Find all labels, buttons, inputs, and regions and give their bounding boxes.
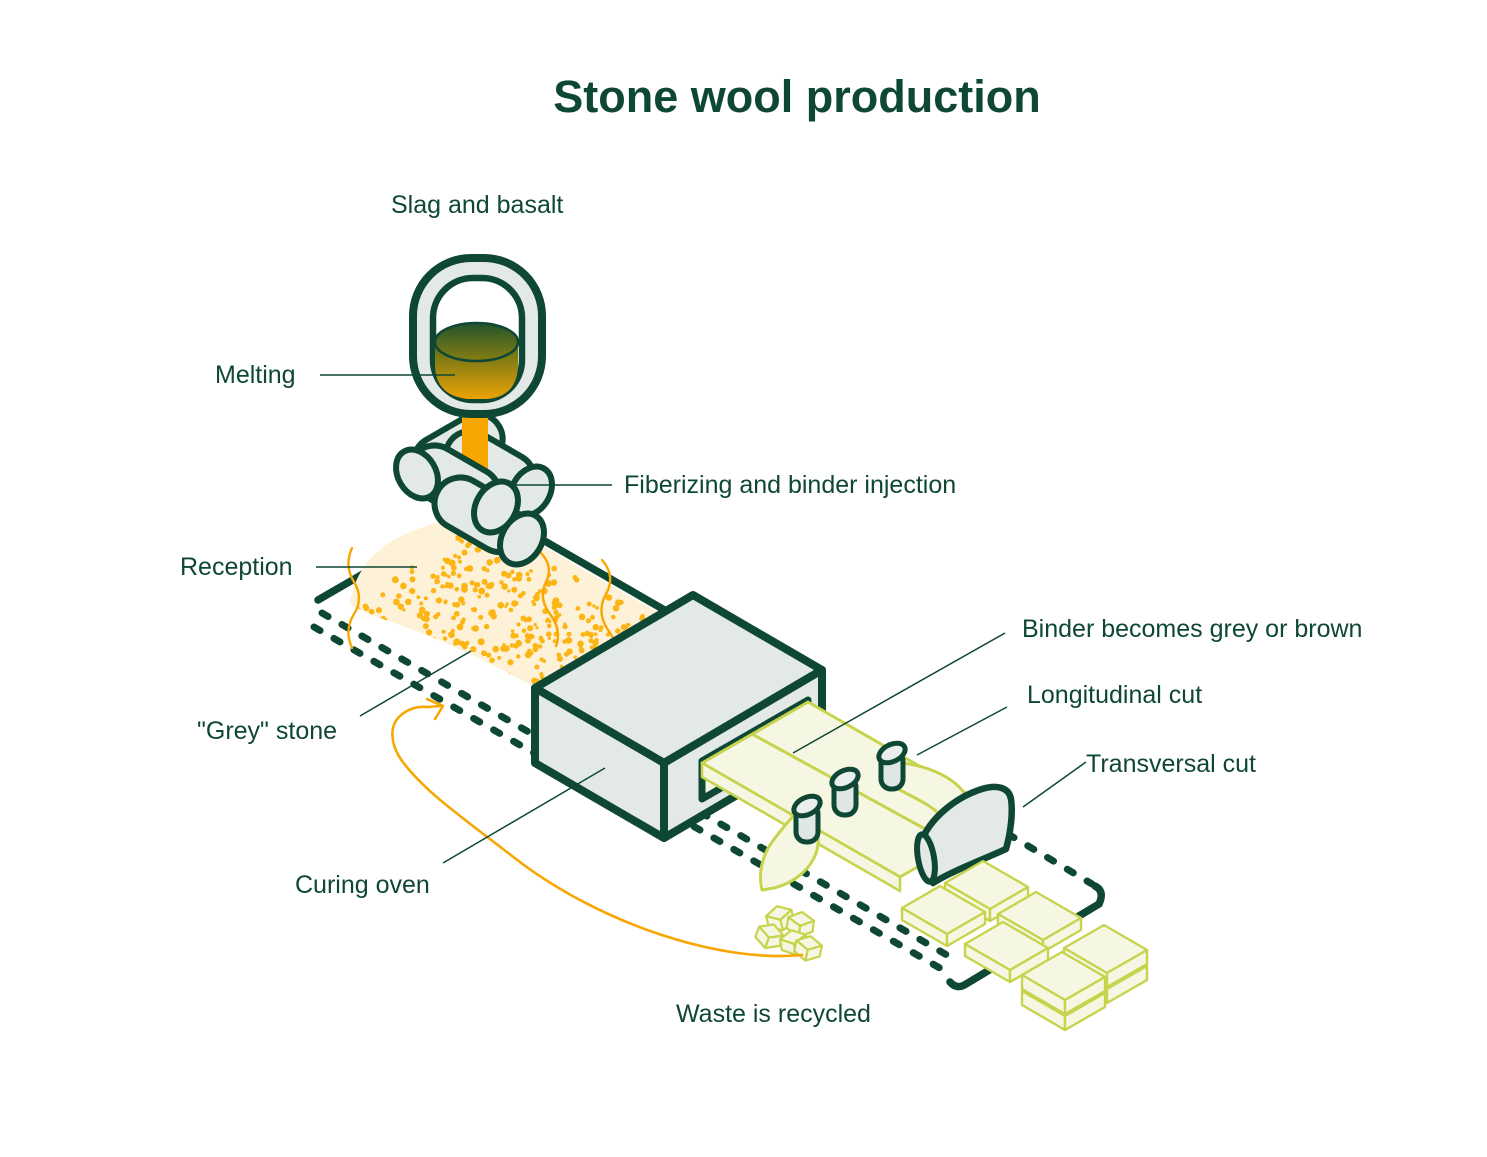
finished-stacks xyxy=(1020,923,1149,1032)
melting-vessel xyxy=(409,254,546,418)
cut-disc-2 xyxy=(829,766,861,818)
label-fiberizing: Fiberizing and binder injection xyxy=(624,471,956,499)
cut-disc-1 xyxy=(876,740,908,792)
roller-cap-a xyxy=(393,446,441,502)
recycle-arrow xyxy=(391,697,804,958)
leader-grey-stone xyxy=(359,650,472,717)
page-title: Stone wool production xyxy=(553,71,1040,122)
cut-slab xyxy=(900,884,987,948)
fiberizing-rollers xyxy=(393,396,555,568)
roller-cap-d xyxy=(497,510,547,568)
cut-disc-3 xyxy=(791,793,823,845)
label-slag-and-basalt: Slag and basalt xyxy=(391,191,563,219)
transversal-blade xyxy=(914,783,1016,887)
stack-left xyxy=(1020,950,1107,1032)
molten-surface xyxy=(433,321,520,363)
leader-lines xyxy=(316,374,1087,864)
recycle-arrowhead xyxy=(425,697,445,721)
cut-slab xyxy=(963,920,1050,984)
label-curing-oven: Curing oven xyxy=(295,871,430,899)
label-melting: Melting xyxy=(215,361,296,389)
fiber-wave-mid xyxy=(538,550,560,648)
label-reception: Reception xyxy=(180,553,293,581)
waste-cubes xyxy=(751,901,825,965)
label-transversal-cut: Transversal cut xyxy=(1086,750,1256,778)
cut-slabs xyxy=(900,859,1083,984)
conveyor-near-dashed-4 xyxy=(670,811,949,975)
label-waste-recycled: Waste is recycled xyxy=(676,1000,871,1028)
leader-curing-oven xyxy=(442,767,606,864)
leader-longitudinal xyxy=(916,706,1008,756)
label-longitudinal-cut: Longitudinal cut xyxy=(1027,681,1202,709)
conveyor-far-dashed xyxy=(1004,830,1096,888)
fiber-wave-left xyxy=(347,546,361,650)
leader-binder xyxy=(792,632,1006,754)
longitudinal-cut-discs xyxy=(791,740,908,845)
leader-transversal xyxy=(1022,761,1087,808)
wool-slab-section xyxy=(700,700,1016,893)
label-binder: Binder becomes grey or brown xyxy=(1022,615,1362,643)
label-grey-stone: "Grey" stone xyxy=(197,717,337,745)
conveyor-near-dashed-3 xyxy=(677,797,956,962)
